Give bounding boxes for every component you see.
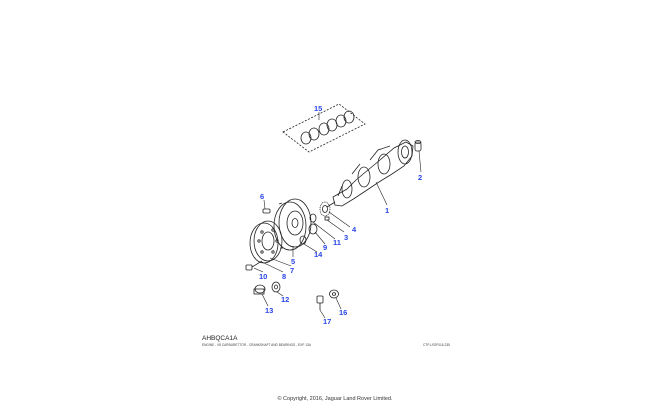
callout-9: 9 bbox=[323, 243, 327, 252]
oil-seal bbox=[308, 223, 318, 235]
callout-13: 13 bbox=[265, 306, 273, 315]
callout-10: 10 bbox=[259, 272, 267, 281]
callout-17: 17 bbox=[323, 317, 331, 326]
leader-lines bbox=[253, 112, 422, 319]
torsional-damper bbox=[249, 220, 283, 264]
callout-4: 4 bbox=[352, 225, 357, 234]
bearing-shell-set bbox=[282, 103, 366, 153]
damper-bolt bbox=[245, 260, 263, 271]
callout-7: 7 bbox=[290, 266, 294, 275]
retaining-washer bbox=[329, 289, 339, 299]
callout-1: 1 bbox=[385, 206, 389, 215]
pulley-key bbox=[262, 208, 271, 214]
diagram-code: AHBQCA1A bbox=[202, 335, 238, 342]
copyright-notice: © Copyright, 2016, Jaguar Land Rover Lim… bbox=[277, 396, 393, 402]
callout-2: 2 bbox=[418, 173, 422, 182]
callout-3: 3 bbox=[344, 233, 348, 242]
callout-12: 12 bbox=[281, 295, 289, 304]
diagram-reference: CTP-LR2F016-235 bbox=[423, 343, 450, 347]
pulley-bolt bbox=[253, 284, 266, 295]
woodruff-key bbox=[324, 216, 330, 221]
timing-sprocket bbox=[319, 201, 331, 217]
callout-15: 15 bbox=[314, 104, 322, 113]
dowel-pin bbox=[414, 140, 422, 152]
callout-14: 14 bbox=[314, 250, 323, 259]
callout-5: 5 bbox=[291, 257, 295, 266]
callout-8: 8 bbox=[282, 272, 286, 281]
retaining-bolt bbox=[316, 295, 324, 310]
callout-11: 11 bbox=[333, 238, 341, 247]
crankshaft bbox=[326, 139, 414, 208]
diagram-caption: ENGINE - V8 CARBURETTOR - CRANKSHAFT AND… bbox=[202, 343, 311, 347]
callout-6: 6 bbox=[260, 192, 264, 201]
callout-16: 16 bbox=[339, 308, 347, 317]
pulley-washer bbox=[271, 281, 281, 293]
